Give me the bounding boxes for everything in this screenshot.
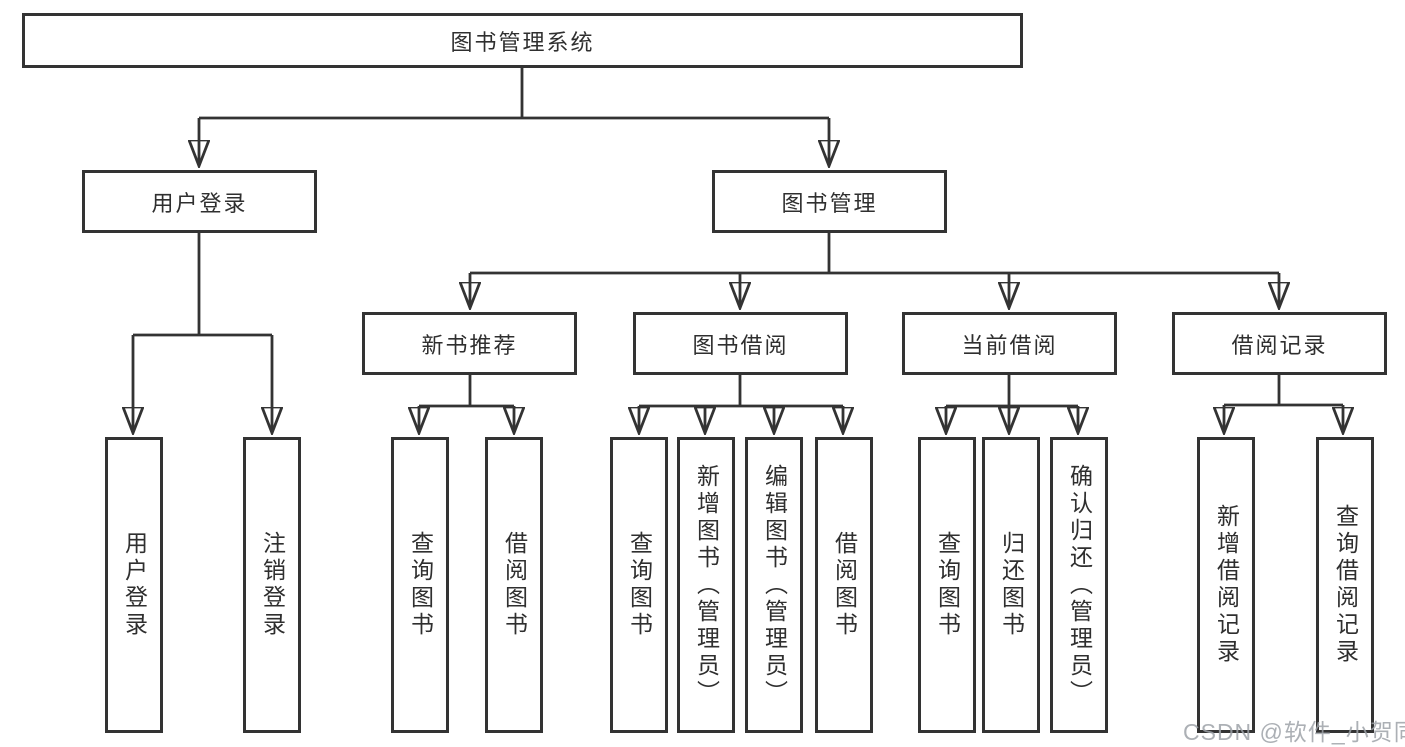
- node-label: 借阅记录: [1231, 332, 1328, 358]
- leaf-label: 确认归还（管理员）: [1066, 463, 1093, 707]
- node-label: 图书管理系统: [450, 29, 595, 55]
- leaf-add-books-admin: 新增图书（管理员）: [677, 437, 735, 733]
- leaf-label: 查询图书: [626, 531, 653, 639]
- node-label: 当前借阅: [961, 332, 1058, 358]
- node-current-borrow: 当前借阅: [902, 312, 1117, 375]
- leaf-label: 注销登录: [259, 531, 286, 639]
- leaf-user-login: 用户登录: [105, 437, 163, 733]
- leaf-label: 新增图书（管理员）: [693, 463, 720, 707]
- leaf-query-books-recommend: 查询图书: [391, 437, 449, 733]
- leaf-label: 查询图书: [934, 531, 961, 639]
- node-user-login: 用户登录: [82, 170, 317, 233]
- leaf-label: 编辑图书（管理员）: [761, 463, 788, 707]
- leaf-borrow-books: 借阅图书: [815, 437, 873, 733]
- leaf-add-borrow-record: 新增借阅记录: [1197, 437, 1255, 733]
- node-new-book-recommend: 新书推荐: [362, 312, 577, 375]
- node-label: 图书借阅: [692, 332, 789, 358]
- leaf-label: 查询借阅记录: [1332, 504, 1359, 666]
- leaf-logout: 注销登录: [243, 437, 301, 733]
- node-borrow-records: 借阅记录: [1172, 312, 1387, 375]
- leaf-label: 新增借阅记录: [1213, 504, 1240, 666]
- leaf-query-books-borrow: 查询图书: [610, 437, 668, 733]
- leaf-label: 借阅图书: [501, 531, 528, 639]
- node-label: 图书管理: [781, 190, 878, 216]
- node-book-borrow: 图书借阅: [633, 312, 848, 375]
- leaf-borrow-books-recommend: 借阅图书: [485, 437, 543, 733]
- node-book-management: 图书管理: [712, 170, 947, 233]
- node-label: 用户登录: [151, 190, 248, 216]
- leaf-label: 用户登录: [121, 531, 148, 639]
- leaf-query-books-current: 查询图书: [918, 437, 976, 733]
- leaf-label: 查询图书: [407, 531, 434, 639]
- node-label: 新书推荐: [421, 332, 518, 358]
- leaf-confirm-return-admin: 确认归还（管理员）: [1050, 437, 1108, 733]
- leaf-edit-books-admin: 编辑图书（管理员）: [745, 437, 803, 733]
- leaf-return-books: 归还图书: [982, 437, 1040, 733]
- leaf-query-borrow-record: 查询借阅记录: [1316, 437, 1374, 733]
- leaf-label: 归还图书: [998, 531, 1025, 639]
- leaf-label: 借阅图书: [831, 531, 858, 639]
- node-library-management-system: 图书管理系统: [22, 13, 1023, 68]
